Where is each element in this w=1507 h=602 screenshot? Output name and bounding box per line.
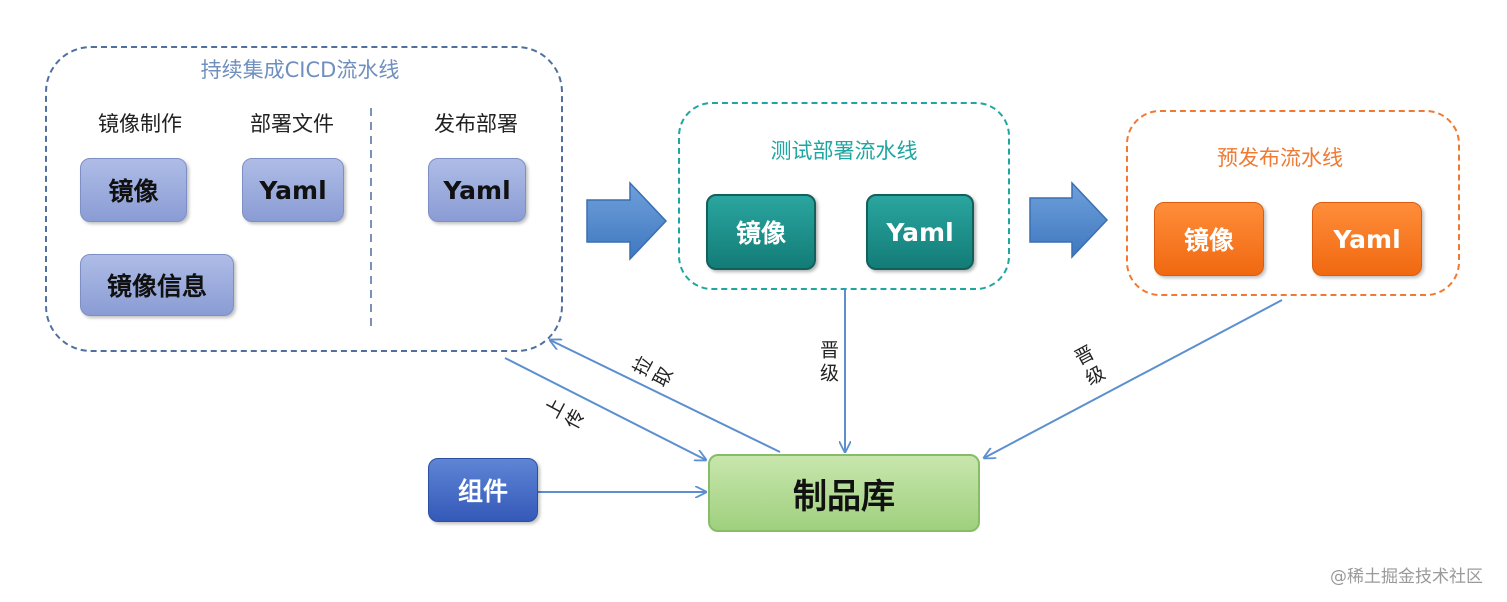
pre-release-pipeline-title: 预发布流水线 xyxy=(1217,146,1343,170)
ci-yaml-deploy-chip: Yaml xyxy=(242,158,344,222)
test-pipeline-group xyxy=(678,102,1010,290)
column-label-release: 发布部署 xyxy=(434,112,518,136)
edge-label-promote-test: 晋级 xyxy=(817,340,839,386)
flow-arrow-ci-to-test xyxy=(586,181,668,261)
ci-yaml-release-chip: Yaml xyxy=(428,158,526,222)
column-label-deploy-file: 部署文件 xyxy=(250,112,334,136)
watermark-text: @稀土掘金技术社区 xyxy=(1330,567,1483,587)
pre-release-image-chip: 镜像 xyxy=(1154,202,1264,276)
ci-image-chip: 镜像 xyxy=(80,158,187,222)
test-pipeline-title: 测试部署流水线 xyxy=(770,139,918,163)
column-label-image-build: 镜像制作 xyxy=(98,112,182,136)
component-node: 组件 xyxy=(428,458,538,522)
upload-arrow xyxy=(504,357,706,460)
pull-arrow xyxy=(550,340,781,453)
ci-image-info-chip: 镜像信息 xyxy=(80,254,234,316)
artifact-repository-node: 制品库 xyxy=(708,454,980,532)
pre-release-pipeline-group xyxy=(1126,110,1460,296)
test-yaml-chip: Yaml xyxy=(866,194,974,270)
promote-pre-arrow xyxy=(984,299,1283,458)
flow-arrow-test-to-pre xyxy=(1029,181,1109,259)
test-image-chip: 镜像 xyxy=(706,194,816,270)
ci-pipeline-group xyxy=(45,46,563,352)
ci-pipeline-title: 持续集成CICD流水线 xyxy=(200,58,400,82)
pre-release-yaml-chip: Yaml xyxy=(1312,202,1422,276)
